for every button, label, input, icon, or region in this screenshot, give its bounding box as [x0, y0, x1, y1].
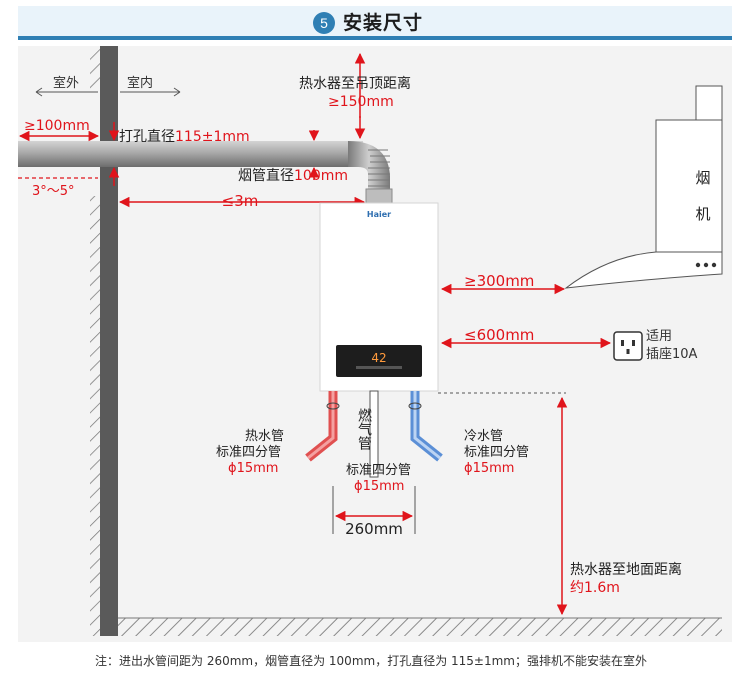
ceiling-value: ≥150mm: [328, 94, 394, 110]
hot-pipe-spec: 标准四分管: [216, 445, 281, 460]
hood-chimney-top: [695, 85, 723, 121]
cold-pipe-title: 冷水管: [464, 429, 503, 444]
wall: [100, 46, 118, 636]
drill-label: 打孔直径115±1mm: [119, 128, 250, 145]
section-header: 5 安装尺寸: [0, 0, 750, 46]
section-title: 安装尺寸: [343, 12, 424, 34]
hood-distance-label: ≥300mm: [464, 272, 534, 290]
installation-diagram: 室外 室内 3°～5° ≥100mm 打孔直径115±1mm 热水器至吊顶距离 …: [18, 46, 723, 636]
display-readout: 42: [371, 351, 386, 365]
hood-body: [655, 119, 723, 257]
hot-pipe-fitting: [326, 402, 340, 410]
gas-pipe-label: 燃气管: [356, 407, 372, 450]
overhang-label: ≥100mm: [24, 118, 90, 134]
panel-buttons: [356, 366, 402, 369]
gas-pipe: [369, 390, 379, 478]
flue-length-label: ≤3m: [222, 192, 259, 210]
footnote: 注：进出水管间距为 260mm，烟管直径为 100mm，打孔直径为 115±1m…: [95, 654, 647, 668]
flue-collar: [365, 188, 393, 204]
indoor-label: 室内: [127, 75, 153, 91]
gas-pipe-spec: 标准四分管: [346, 463, 411, 478]
step-number-badge: 5: [313, 12, 335, 34]
gas-pipe-size: ϕ15mm: [354, 479, 404, 494]
hood-char-2: 机: [695, 205, 711, 223]
diagram-stage: 室外 室内 3°～5° ≥100mm 打孔直径115±1mm 热水器至吊顶距离 …: [18, 46, 732, 642]
ceiling-title: 热水器至吊顶距离: [299, 75, 411, 92]
cold-pipe-spec: 标准四分管: [464, 445, 529, 460]
hot-pipe-title: 热水管: [245, 429, 284, 444]
cold-pipe-size: ϕ15mm: [464, 461, 514, 476]
socket-line2: 插座10A: [646, 347, 698, 362]
brand-label: Haier: [367, 210, 391, 219]
flue-pipe: [18, 141, 363, 167]
header-bar: [18, 6, 732, 40]
flue-diameter-label: 烟管直径100mm: [238, 167, 348, 184]
spacing-label: 260mm: [345, 520, 403, 538]
hot-pipe-size: ϕ15mm: [228, 461, 278, 476]
slope-label: 3°～5°: [32, 184, 75, 199]
floor-distance-value: 约1.6m: [570, 580, 620, 596]
floor: [118, 618, 722, 636]
outdoor-label: 室外: [53, 75, 79, 91]
floor-distance-title: 热水器至地面距离: [570, 561, 682, 578]
hood-char-1: 烟: [695, 169, 711, 187]
header-rule: [18, 36, 732, 40]
socket-icon: [613, 331, 643, 361]
cold-pipe-fitting: [408, 402, 422, 410]
socket-distance-label: ≤600mm: [464, 326, 534, 344]
socket-line1: 适用: [646, 329, 672, 344]
hood-canopy: [564, 251, 723, 289]
